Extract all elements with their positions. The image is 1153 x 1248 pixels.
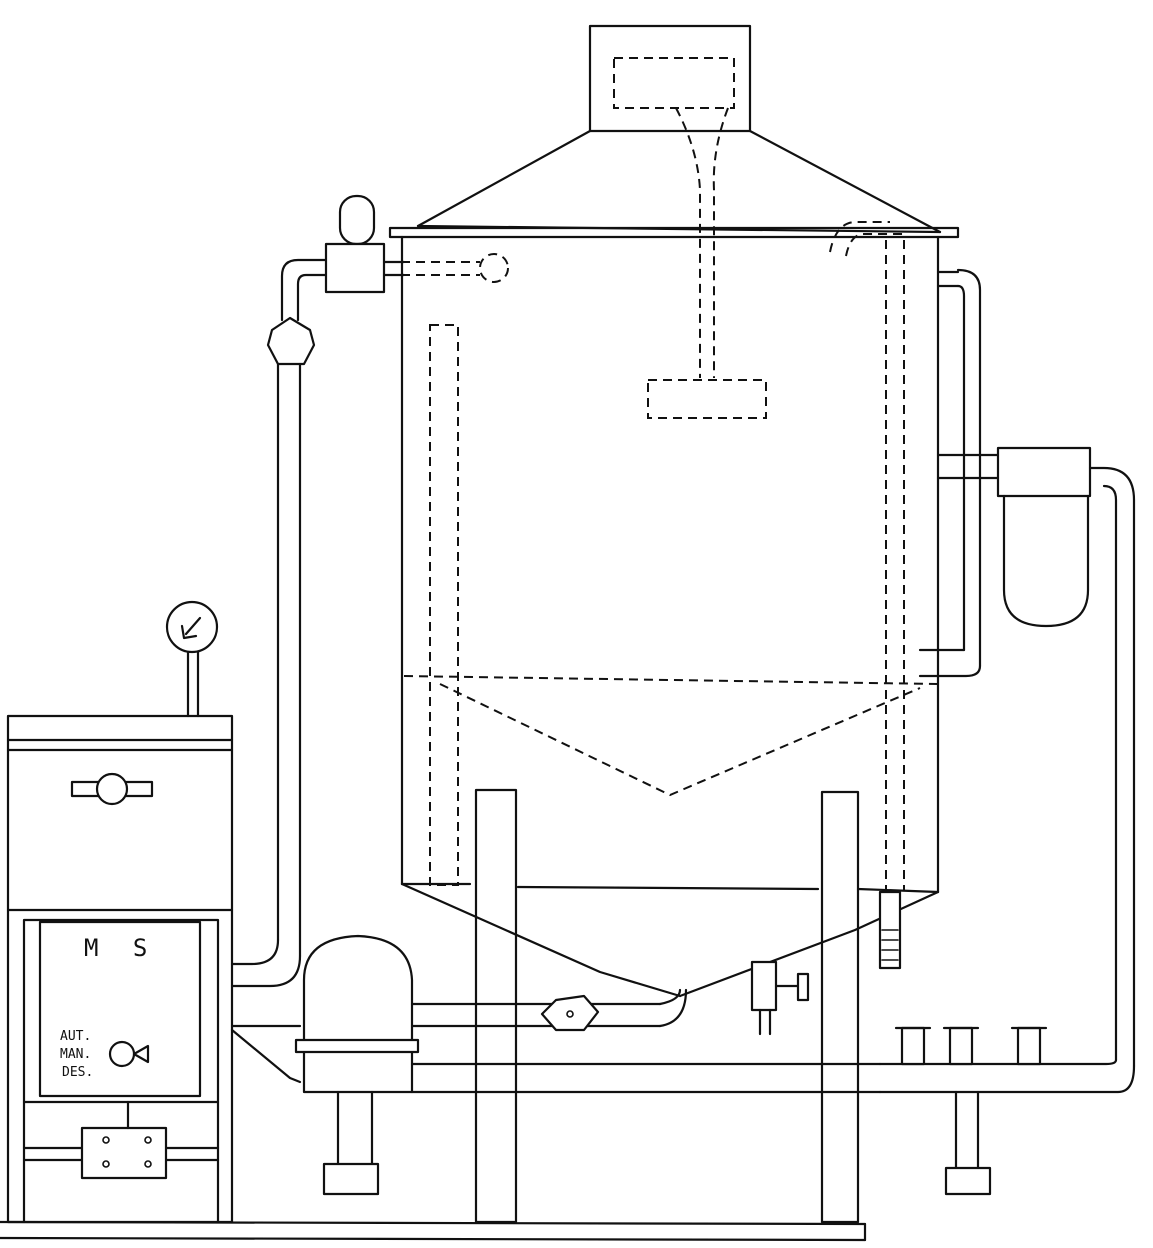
filter-housing (936, 446, 1136, 1068)
pressure-gauge-icon (165, 600, 219, 718)
tank-drain-stub (878, 890, 902, 970)
manifold-valves (878, 1026, 1136, 1196)
mode-selector-switch (108, 1040, 150, 1068)
panel-label: M S (84, 934, 157, 962)
tank-legs (474, 788, 860, 1224)
mode-label-manual: MAN. (60, 1047, 91, 1062)
cabinet-handle (70, 772, 154, 806)
overflow-pipe (918, 268, 982, 678)
drain-valve (750, 960, 810, 1036)
exhaust-hood (388, 24, 960, 239)
base-frame (0, 1220, 867, 1242)
agitator-shaft (647, 107, 767, 419)
pump (230, 934, 420, 1196)
terminal-block (80, 1100, 168, 1180)
bottom-drain-pipe (410, 988, 882, 1094)
left-riser-pipe (230, 194, 406, 988)
mode-label-auto: AUT. (60, 1029, 91, 1044)
mode-label-off: DES. (62, 1065, 93, 1080)
main-tank (386, 221, 940, 998)
